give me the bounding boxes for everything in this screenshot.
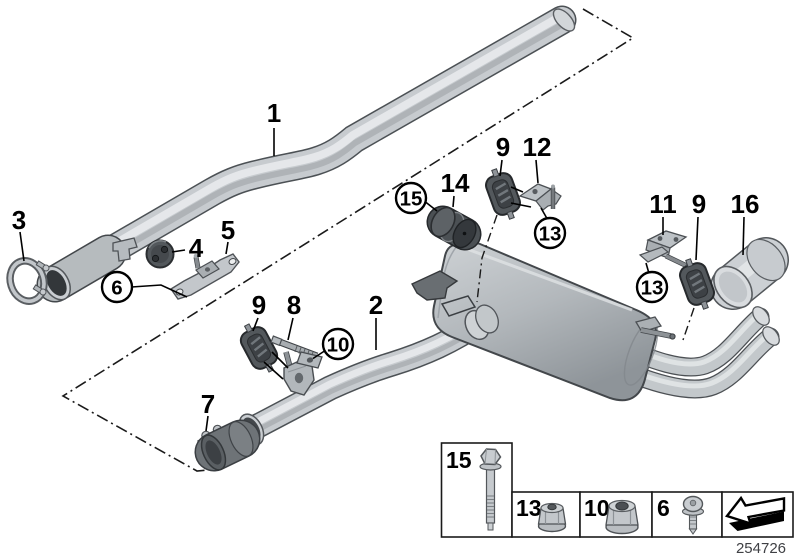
- svg-text:6: 6: [111, 277, 122, 300]
- callout-3[interactable]: 3: [12, 205, 26, 235]
- rear-muffler: [411, 240, 676, 402]
- legend-label-10: 10: [584, 495, 610, 521]
- callout-8[interactable]: 8: [287, 290, 301, 320]
- callout-12[interactable]: 12: [523, 132, 552, 162]
- axis-line: [61, 8, 635, 472]
- muffler-mount-outline: [440, 295, 477, 317]
- callout-5[interactable]: 5: [221, 215, 235, 245]
- doc-number: 254726: [736, 540, 786, 557]
- clamp-bolt: [39, 288, 47, 296]
- direction-of-travel-arrow-icon: [724, 495, 786, 531]
- front-pipe-band-clamp: [6, 257, 50, 305]
- callout-9-left[interactable]: 9: [252, 290, 266, 320]
- legend-cell-15: [440, 442, 513, 538]
- callout-6[interactable]: 6: [100, 270, 134, 304]
- legend-label-15: 15: [446, 447, 472, 473]
- callout-7[interactable]: 7: [201, 389, 215, 419]
- pipe-clamp-sleeve: [194, 419, 261, 472]
- callout-11[interactable]: 11: [649, 189, 677, 219]
- callout-14[interactable]: 14: [441, 168, 470, 198]
- svg-text:13: 13: [539, 223, 562, 246]
- hardware-legend: 15 13 10 6: [440, 442, 794, 557]
- callout-16[interactable]: 16: [731, 189, 760, 219]
- pipe-hanger-bracket: [283, 351, 315, 396]
- callout-4[interactable]: 4: [189, 233, 204, 263]
- tailpipe-trim: [710, 237, 789, 310]
- leader-lines: [19, 128, 745, 432]
- callout-9-right[interactable]: 9: [692, 189, 706, 219]
- callout-10[interactable]: 10: [321, 327, 355, 361]
- front-pipe-tab: [112, 237, 138, 262]
- flange-nut-large-icon: [605, 499, 639, 535]
- tailpipe-end: [762, 326, 780, 346]
- muffler-heat-shield-tab: [411, 270, 459, 301]
- callouts: 1 2 3 4 5 6 7 8 9 9 9 10 11 12 13 13 14 …: [12, 98, 760, 419]
- pan-head-screw-icon: [681, 495, 705, 535]
- legend-label-6: 6: [657, 495, 670, 521]
- hex-bolt-icon: [479, 448, 502, 531]
- callout-13-right[interactable]: 13: [635, 270, 669, 304]
- muffler-hanger-pin: [640, 328, 672, 338]
- svg-text:13: 13: [641, 277, 664, 300]
- flange-nut-icon: [537, 502, 567, 533]
- callout-1[interactable]: 1: [267, 98, 281, 128]
- tailpipe-end: [752, 306, 770, 326]
- svg-text:10: 10: [327, 334, 350, 357]
- support-bracket: [170, 253, 240, 300]
- front-pipe-rear-end: [552, 8, 576, 32]
- callout-13-mid[interactable]: 13: [533, 216, 567, 250]
- front-pipe: [36, 5, 577, 303]
- svg-text:15: 15: [400, 188, 423, 211]
- callout-9-top[interactable]: 9: [496, 132, 510, 162]
- legend-label-13: 13: [516, 495, 542, 521]
- callout-2[interactable]: 2: [369, 290, 383, 320]
- construction-lines: [61, 8, 635, 472]
- callout-15[interactable]: 15: [394, 181, 428, 215]
- bracket-top: [518, 183, 562, 211]
- leader-lines-dashed: [476, 214, 695, 341]
- clamp-bolt: [42, 264, 50, 272]
- rubber-grommet: [145, 239, 175, 269]
- vibration-damper: [426, 205, 482, 251]
- bracket-right: [638, 230, 691, 270]
